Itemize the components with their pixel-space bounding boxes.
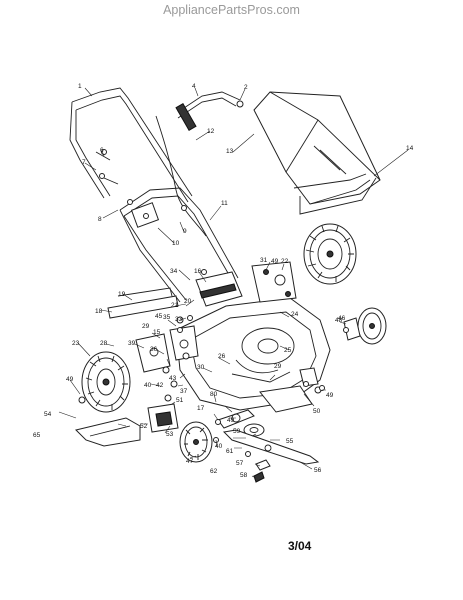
leader-lines xyxy=(58,87,409,479)
callout: 47 xyxy=(186,458,194,465)
callout: 58 xyxy=(240,472,248,479)
callout: 1 xyxy=(78,83,82,90)
callout: 65 xyxy=(33,432,41,439)
rear-wheel-left xyxy=(78,351,131,413)
callout: 61 xyxy=(226,448,234,455)
side-discharge-deflector xyxy=(75,417,141,447)
callout: 40 xyxy=(215,443,223,450)
callout: 23 xyxy=(72,340,80,347)
callout: 10 xyxy=(172,240,180,247)
revision-date-code: 3/04 xyxy=(288,539,312,553)
callout: 16 xyxy=(194,268,202,275)
callout: 49 xyxy=(227,417,235,424)
height-adjuster-left xyxy=(135,316,199,388)
callout: 43 xyxy=(169,375,177,382)
mower-deck xyxy=(175,297,331,411)
callout: 31 xyxy=(260,257,268,264)
callout: 22 xyxy=(281,258,289,265)
callout: 14 xyxy=(406,145,414,152)
callout: 36 xyxy=(150,346,158,353)
front-wheel-right xyxy=(343,307,387,345)
mulch-plug xyxy=(147,394,179,433)
callout: 55 xyxy=(286,438,294,445)
watermark: AppliancePartsPros.com xyxy=(163,3,300,17)
callout: 33 xyxy=(175,316,183,323)
upper-handle xyxy=(69,87,193,203)
callout: 6 xyxy=(100,147,104,154)
control-cable xyxy=(155,115,207,237)
height-adjuster-right xyxy=(251,261,297,303)
callout: 29 xyxy=(142,323,150,330)
callout: 62 xyxy=(210,468,218,475)
callout: 30 xyxy=(197,364,205,371)
bail-bar xyxy=(175,91,244,131)
callout: 15 xyxy=(153,329,161,336)
small-hardware xyxy=(99,149,349,457)
callout: 50 xyxy=(313,408,321,415)
callout: 18 xyxy=(95,308,103,315)
callout: 12 xyxy=(207,128,215,135)
callout: 11 xyxy=(221,200,228,207)
callout: 46 xyxy=(338,315,346,322)
callout: 29 xyxy=(274,363,282,370)
callout: 40 xyxy=(144,382,152,389)
callout: 37 xyxy=(180,388,188,395)
blade-bolt xyxy=(253,459,271,483)
callout: 2 xyxy=(244,84,248,91)
callout: 7 xyxy=(82,159,86,166)
callout: 49 xyxy=(66,376,74,383)
grass-bag xyxy=(253,91,381,205)
callout: 19 xyxy=(118,291,126,298)
callout: 9 xyxy=(183,228,187,235)
callout-labels: 1 2 4 12 13 14 6 7 8 9 10 11 16 31 49 22… xyxy=(33,83,414,479)
callout: 17 xyxy=(197,405,205,412)
callout: 49 xyxy=(271,258,279,265)
callout: 48 xyxy=(335,317,343,324)
bag-frame xyxy=(299,177,377,215)
callout: 21 xyxy=(171,302,179,309)
discharge-chute xyxy=(195,271,243,307)
callout: 52 xyxy=(140,423,148,430)
front-wheel-left xyxy=(179,421,213,463)
callout: 20 xyxy=(184,298,192,305)
callout: 13 xyxy=(226,148,234,155)
callout: 54 xyxy=(44,411,52,418)
callout: 4 xyxy=(192,83,196,90)
rear-baffle xyxy=(107,287,179,319)
callout: 59 xyxy=(233,428,241,435)
cutting-blade xyxy=(222,429,320,465)
callout: 28 xyxy=(100,340,108,347)
rear-wheel-right xyxy=(303,223,357,285)
callout: 25 xyxy=(284,347,292,354)
callout: 26 xyxy=(218,353,226,360)
callout: 24 xyxy=(291,311,299,318)
callout: 42 xyxy=(156,382,164,389)
callout: 51 xyxy=(176,397,184,404)
callout: 45 xyxy=(155,313,163,320)
callout: 57 xyxy=(236,460,244,467)
callout: 39 xyxy=(128,340,136,347)
callout: 8 xyxy=(98,216,102,223)
callout: 35 xyxy=(163,314,171,321)
callout: 56 xyxy=(314,467,322,474)
callout: 49 xyxy=(326,392,334,399)
callout: 34 xyxy=(170,268,178,275)
callout: 80 xyxy=(210,391,218,398)
callout: 53 xyxy=(166,431,174,438)
